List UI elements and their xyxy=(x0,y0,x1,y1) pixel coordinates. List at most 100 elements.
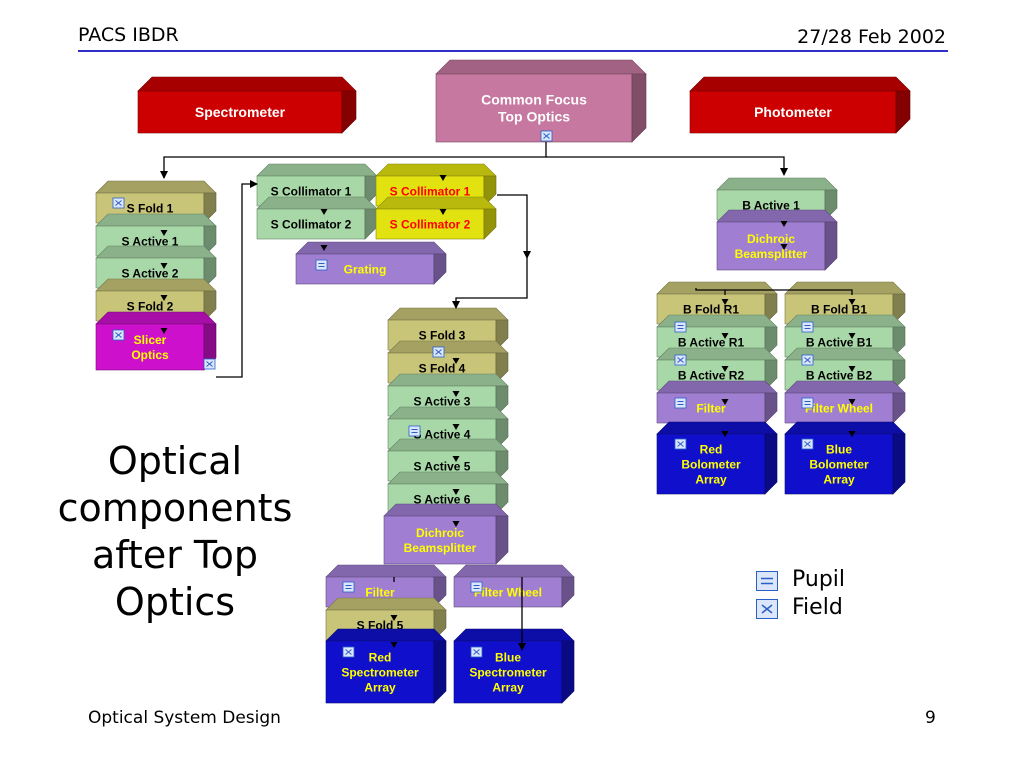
box-side-face xyxy=(895,90,911,134)
box-top-face xyxy=(256,196,378,210)
flow-arrow xyxy=(320,209,328,215)
box-top-face xyxy=(387,340,509,354)
box-top-face xyxy=(656,281,778,295)
flow-arrow xyxy=(160,230,168,236)
box-top-face xyxy=(656,421,778,435)
box-side-face xyxy=(495,450,509,482)
field-icon xyxy=(674,438,687,450)
box-top-face xyxy=(784,421,906,435)
pupil-icon xyxy=(674,321,687,333)
flow-arrow xyxy=(452,456,460,462)
box-top-face xyxy=(689,76,911,92)
box-top-face xyxy=(95,311,217,325)
flow-arrow xyxy=(721,431,729,437)
box-label: S Active 5 xyxy=(414,459,471,473)
connector-lines xyxy=(160,142,856,651)
flow-arrow xyxy=(452,521,460,527)
box-label: Array xyxy=(492,680,524,694)
box-top-face xyxy=(387,406,509,420)
box-side-face xyxy=(561,576,575,608)
box-label: Photometer xyxy=(754,104,832,120)
box-side-face xyxy=(203,257,217,289)
flow-arrow xyxy=(721,399,729,405)
box-label: Filter Wheel xyxy=(474,585,542,599)
flow-arrow xyxy=(160,263,168,269)
field-icon xyxy=(432,346,445,358)
flow-arrow xyxy=(320,245,328,251)
box-side-face xyxy=(433,640,447,704)
flow-arrow xyxy=(848,399,856,405)
field-icon xyxy=(801,438,814,450)
connector-line xyxy=(546,156,788,176)
box-label: B Active R2 xyxy=(678,368,745,382)
flow-arrow xyxy=(848,333,856,339)
header-title: PACS IBDR xyxy=(78,24,179,46)
box-side-face xyxy=(631,73,647,143)
box-top-face xyxy=(95,180,217,194)
flow-arrow xyxy=(848,299,856,305)
flow-arrow xyxy=(452,489,460,495)
box-label: Filter xyxy=(365,585,395,599)
box-label: Optics xyxy=(131,348,169,362)
pupil-icon xyxy=(470,581,483,593)
box-label: S Active 4 xyxy=(414,427,471,441)
box-label: S Active 1 xyxy=(122,234,179,248)
box-label: Blue xyxy=(495,650,521,664)
box-label: S Active 2 xyxy=(122,266,179,280)
box-label: Bolometer xyxy=(681,457,741,471)
box-side-face xyxy=(203,323,217,371)
box-side-face xyxy=(824,221,838,271)
flow-arrow xyxy=(452,424,460,430)
box-top-face xyxy=(387,307,509,321)
box-label: S Active 6 xyxy=(414,492,471,506)
box-top-face xyxy=(256,163,378,177)
box-top-face xyxy=(295,241,447,255)
box-label: B Active R1 xyxy=(678,335,745,349)
box-label: Blue xyxy=(826,442,852,456)
box-top-face xyxy=(453,628,575,642)
box-top-face xyxy=(95,213,217,227)
box-label: S Fold 2 xyxy=(127,299,174,313)
box-label: S Collimator 1 xyxy=(390,184,471,198)
box-front-face xyxy=(689,90,897,134)
box-top-face xyxy=(387,438,509,452)
box-top-face xyxy=(387,373,509,387)
box-label: Array xyxy=(695,472,727,486)
box-top-face xyxy=(453,564,575,578)
box-label: S Active 3 xyxy=(414,394,471,408)
box-side-face xyxy=(764,392,778,424)
box-top-face xyxy=(784,281,906,295)
pupil-icon xyxy=(756,571,778,591)
box-label: S Fold 4 xyxy=(419,361,466,375)
flow-arrow xyxy=(848,431,856,437)
footer-text: Optical System Design xyxy=(88,708,281,728)
box-side-face xyxy=(341,90,357,134)
field-icon xyxy=(540,130,553,142)
box-side-face xyxy=(892,326,906,358)
box-top-face xyxy=(95,278,217,292)
box-side-face xyxy=(495,319,509,351)
box-label: Dichroic xyxy=(747,232,795,246)
box-label: Spectrometer xyxy=(341,665,419,679)
box-top-face xyxy=(325,597,447,611)
box-front-face xyxy=(375,208,485,240)
pupil-icon xyxy=(408,425,421,437)
optical-markers xyxy=(112,130,814,658)
box-spectrometer: Spectrometer xyxy=(137,76,357,134)
box-side-face xyxy=(495,515,509,565)
box-front-face xyxy=(137,90,343,134)
box-s-collimator-2-right: S Collimator 2 xyxy=(375,196,497,240)
box-top-face xyxy=(325,628,447,642)
connector-line xyxy=(695,288,853,295)
field-icon xyxy=(203,358,216,370)
box-label: Bolometer xyxy=(809,457,869,471)
box-side-face xyxy=(495,352,509,384)
box-b-filter-wheel: Filter Wheel xyxy=(784,380,906,424)
pupil-icon xyxy=(315,259,328,271)
box-label: Red xyxy=(369,650,392,664)
